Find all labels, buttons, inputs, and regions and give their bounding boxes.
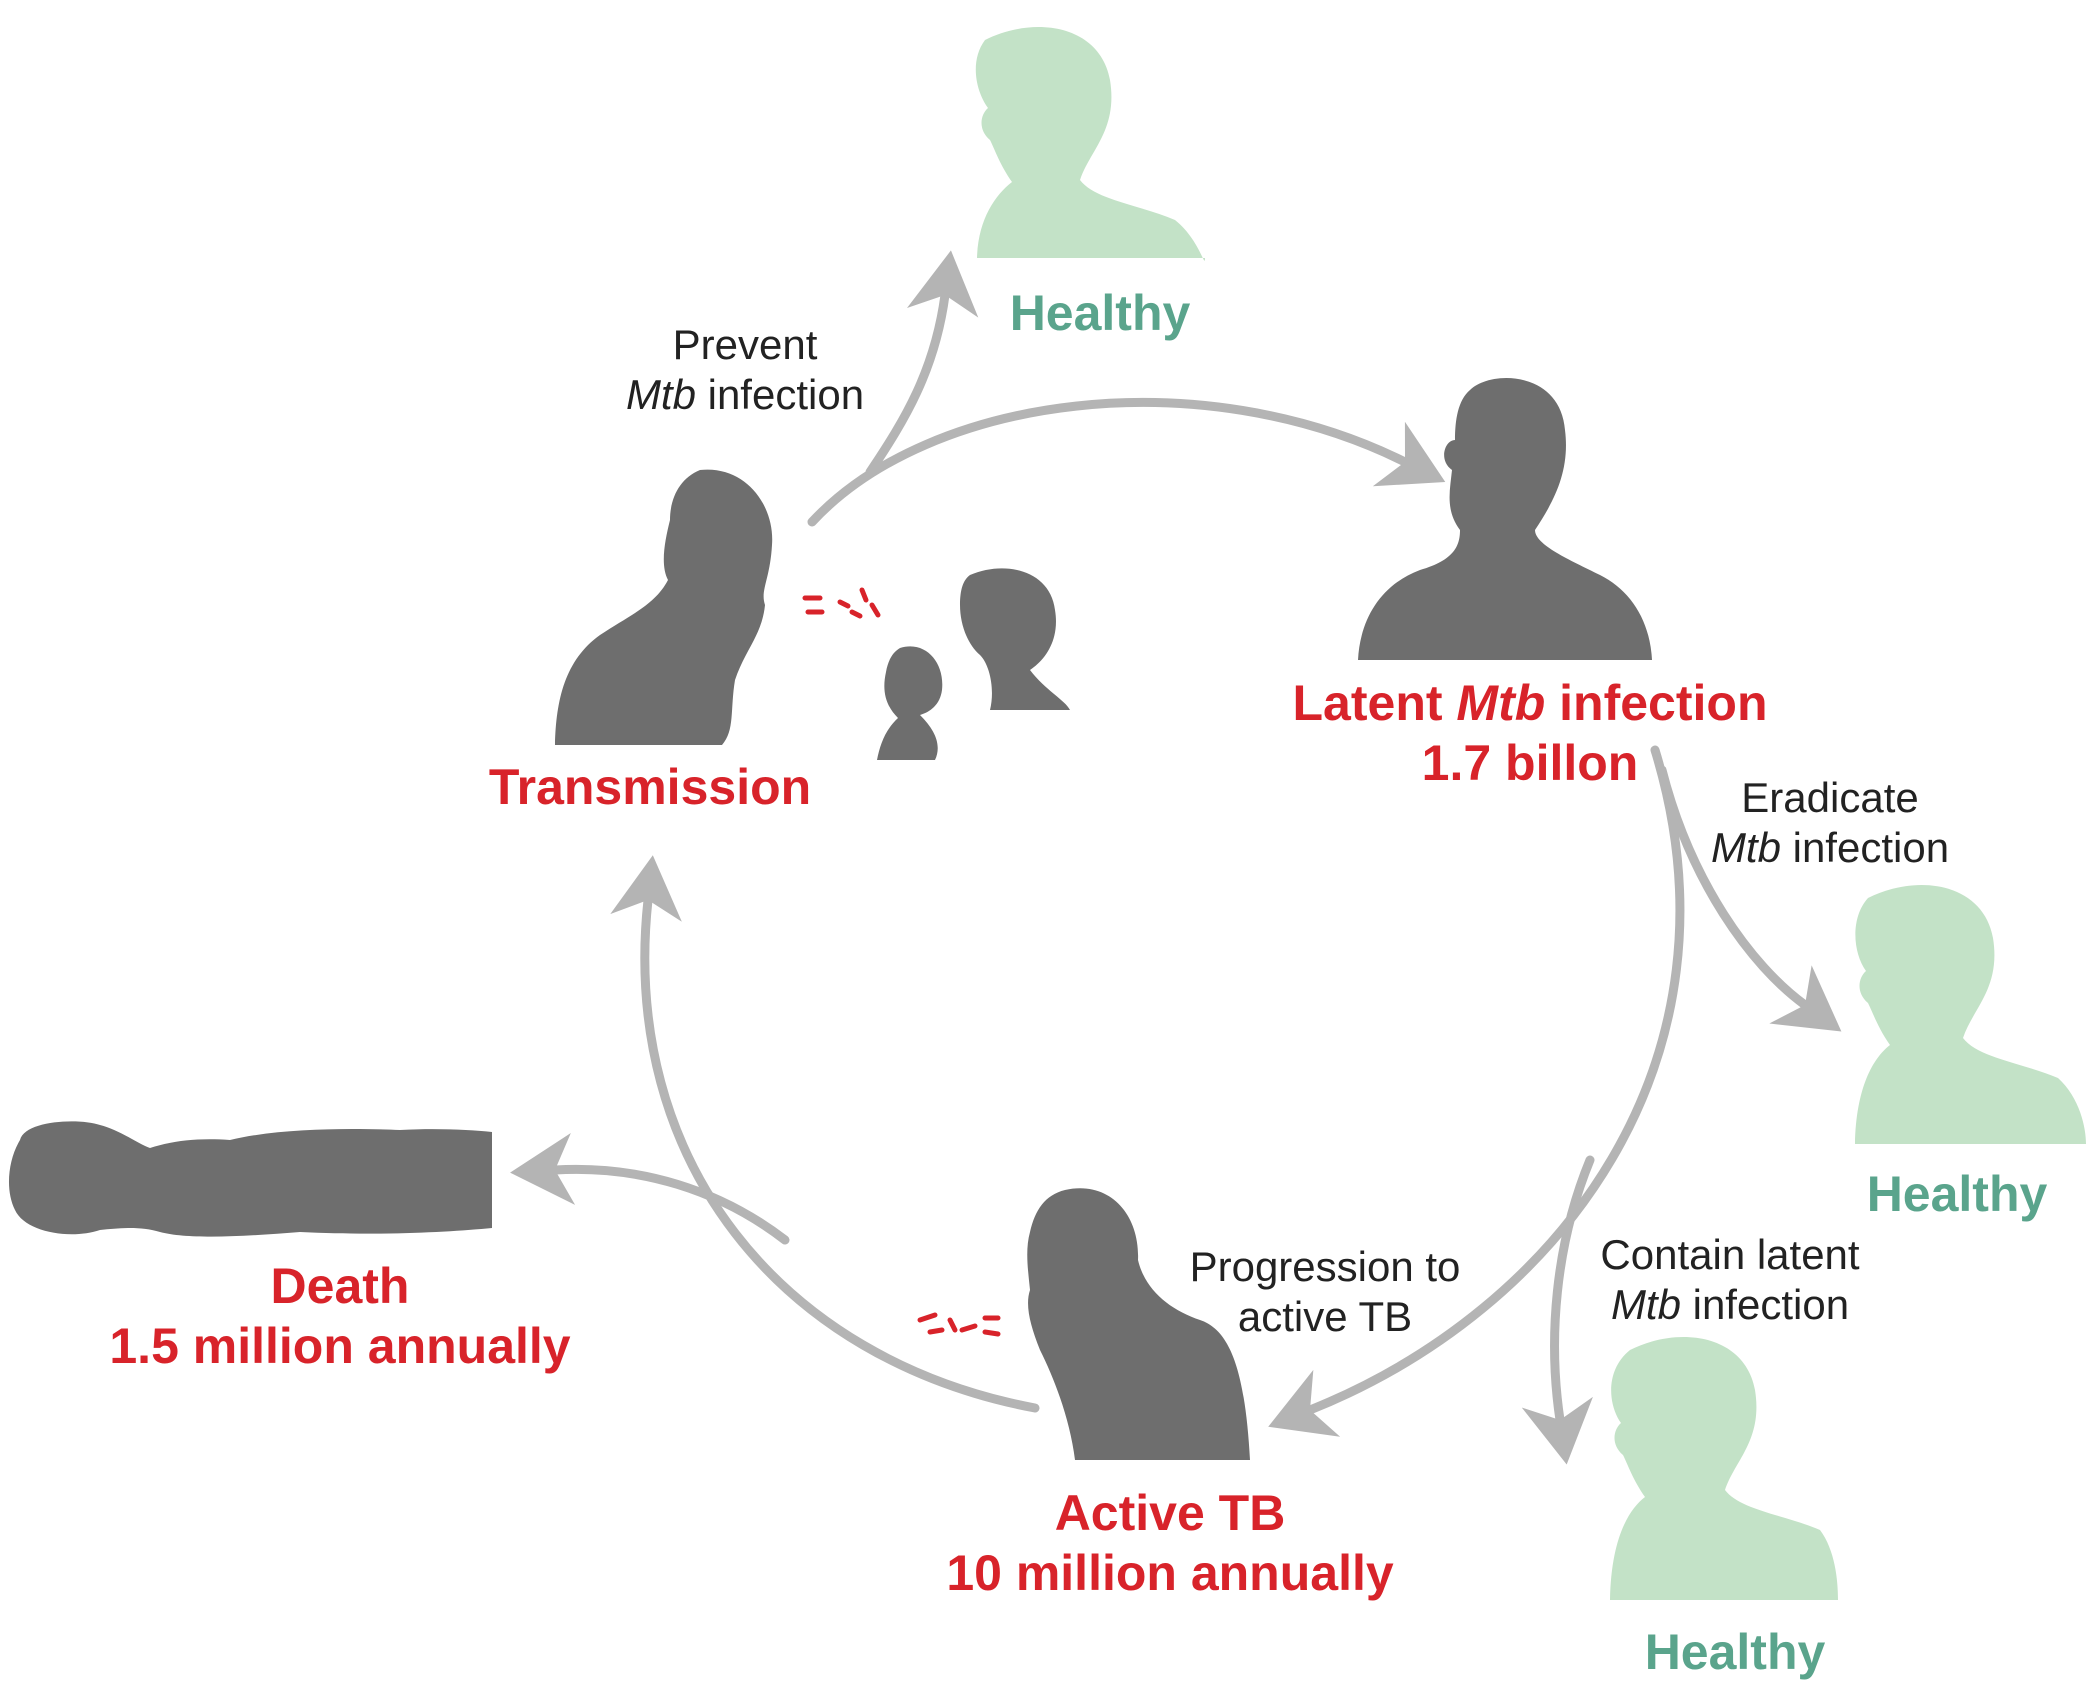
prevent-line2: Mtb infection (595, 370, 895, 420)
arrow-to-death (510, 1133, 790, 1245)
healthy-right-label: Healthy (1866, 1166, 2048, 1222)
arrow-active-to-transmission (610, 855, 1040, 1413)
contain-mtb: Mtb (1610, 1281, 1681, 1329)
active-label: Active TB 10 million annually (870, 1483, 1470, 1603)
eradicate-rest: infection (1780, 824, 1950, 872)
latent-post: infection (1545, 675, 1768, 731)
contain-line2: Mtb infection (1555, 1280, 1905, 1330)
death-label: Death 1.5 million annually (60, 1256, 620, 1376)
child-icon (877, 646, 943, 760)
prevent-note: Prevent Mtb infection (595, 320, 895, 421)
progression-note: Progression to active TB (1150, 1242, 1500, 1343)
arrow-latent-to-active (1268, 745, 1685, 1437)
eradicate-line1: Eradicate (1741, 774, 1919, 821)
death-title: Death (270, 1258, 410, 1314)
healthy-person-icon (1610, 1337, 1838, 1600)
eradicate-mtb: Mtb (1710, 824, 1781, 872)
progression-line1: Progression to (1189, 1243, 1461, 1290)
arrow-to-healthy-top (865, 250, 979, 477)
lying-body-icon (8, 1121, 493, 1237)
latent-label: Latent Mtb infection 1.7 billon (1200, 673, 1860, 793)
boy-icon (960, 568, 1070, 710)
prevent-rest: infection (695, 371, 865, 419)
healthy-top-label: Healthy (1009, 285, 1191, 341)
active-count: 10 million annually (946, 1545, 1394, 1601)
contain-note: Contain latent Mtb infection (1555, 1230, 1905, 1331)
arrow-to-healthy-right (1657, 765, 1842, 1032)
progression-line2: active TB (1237, 1293, 1413, 1341)
transmission-label: Transmission (488, 759, 812, 815)
arrow-to-healthy-bottom (1521, 1155, 1595, 1465)
eradicate-note: Eradicate Mtb infection (1640, 773, 2020, 874)
latent-mtb: Mtb (1456, 675, 1546, 731)
prevent-mtb: Mtb (625, 371, 696, 419)
latent-title: Latent Mtb infection (1200, 673, 1860, 733)
latent-count: 1.7 billon (1421, 735, 1639, 791)
death-count: 1.5 million annually (109, 1318, 571, 1374)
coughing-person-icon (555, 469, 773, 745)
healthy-person-icon (975, 27, 1205, 261)
coughing-person-icon (1027, 1188, 1250, 1460)
contain-rest: infection (1680, 1281, 1850, 1329)
prevent-line1: Prevent (672, 321, 818, 368)
eradicate-line2: Mtb infection (1640, 823, 2020, 873)
healthy-bottom-label: Healthy (1644, 1624, 1826, 1680)
healthy-person-icon (1855, 885, 2086, 1144)
contain-line1: Contain latent (1600, 1231, 1860, 1278)
droplets-icon (802, 587, 1001, 1337)
latent-pre: Latent (1292, 675, 1457, 731)
adult-silhouette-icon (1358, 378, 1652, 660)
active-title: Active TB (1054, 1485, 1286, 1541)
